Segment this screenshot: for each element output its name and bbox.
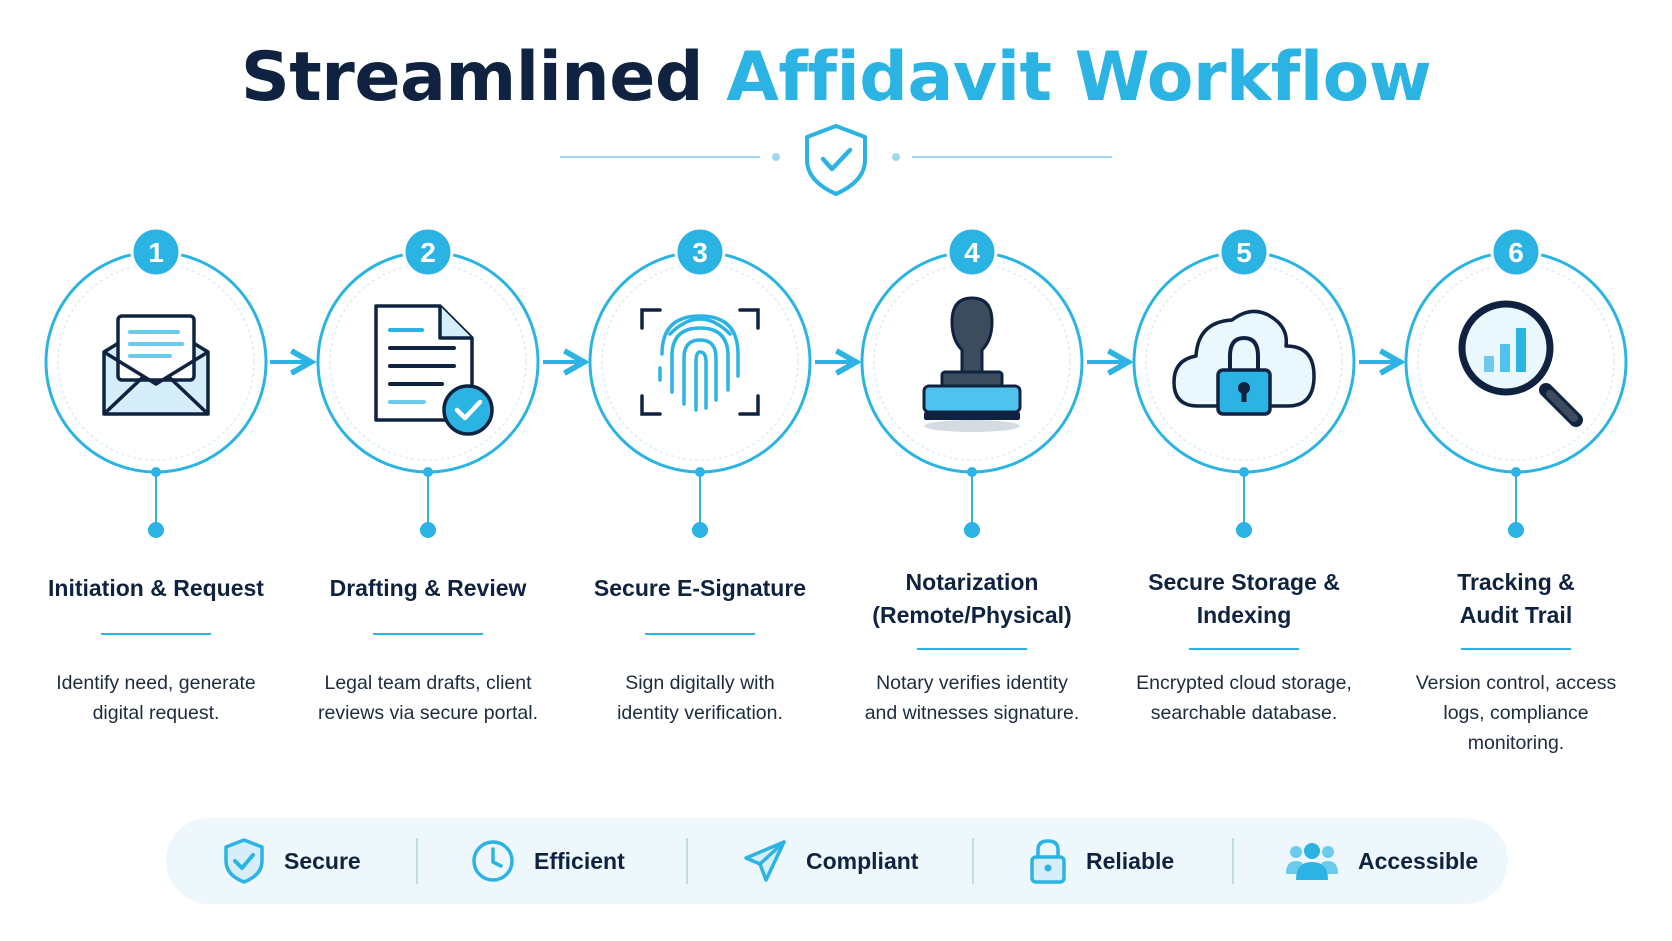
- shield-check-icon: [224, 838, 264, 884]
- step-4-title: Notarization (Remote/Physical): [872, 569, 1072, 628]
- benefit-label: Secure: [284, 847, 361, 874]
- step-1-title: Initiation & Request: [48, 575, 264, 601]
- benefit-label: Compliant: [806, 847, 919, 874]
- divider: [416, 838, 418, 884]
- magnifier-chart-icon: [1458, 300, 1583, 427]
- step-3-description: Sign digitally with identity verificatio…: [617, 672, 783, 724]
- benefit-accessible: Accessible: [1284, 818, 1478, 904]
- envelope-document-icon: [102, 314, 210, 416]
- clock-icon: [472, 840, 514, 882]
- step-number: 1: [148, 237, 164, 268]
- padlock-icon: [1030, 839, 1066, 884]
- divider: [972, 838, 974, 884]
- document-check-icon: [374, 304, 494, 436]
- step-3-title: Secure E-Signature: [593, 575, 807, 601]
- step-4-description: Notary verifies identity and witnesses s…: [864, 672, 1080, 724]
- step-number: 6: [1508, 237, 1524, 268]
- step-3-node: 3: [588, 226, 812, 538]
- step-1-rule: [101, 633, 211, 635]
- paper-plane-icon: [744, 840, 786, 882]
- step-2-title: Drafting & Review: [329, 575, 527, 601]
- cloud-lock-icon: [1172, 309, 1316, 416]
- step-number: 2: [420, 237, 436, 268]
- step-4-rule: [917, 648, 1027, 650]
- title-part-accent: Affidavit Workflow: [726, 38, 1432, 117]
- shield-check-icon: [805, 124, 867, 196]
- benefit-compliant: Compliant: [742, 818, 918, 904]
- step-number: 3: [692, 237, 708, 268]
- step-5-description: Encrypted cloud storage, searchable data…: [1136, 672, 1352, 724]
- stamp-icon: [922, 296, 1022, 432]
- users-icon: [1286, 843, 1338, 880]
- step-1-node: 1: [44, 226, 268, 538]
- step-5-node: 5: [1132, 226, 1356, 538]
- title-divider: [560, 124, 1112, 196]
- benefit-label: Efficient: [534, 847, 625, 874]
- step-6-title: Tracking & Audit Trail: [1457, 569, 1575, 628]
- step-number: 5: [1236, 237, 1252, 268]
- step-1-description: Identify need, generate digital request.: [56, 672, 256, 724]
- step-6-rule: [1461, 648, 1571, 650]
- step-6-node: 6: [1404, 226, 1628, 538]
- step-2-node: 2: [316, 226, 540, 538]
- page-title: Streamlined Affidavit Workflow: [0, 38, 1672, 117]
- divider: [1232, 838, 1234, 884]
- divider: [686, 838, 688, 884]
- step-2-rule: [373, 633, 483, 635]
- step-3-rule: [645, 633, 755, 635]
- benefit-efficient: Efficient: [470, 818, 625, 904]
- fingerprint-icon: [640, 308, 760, 416]
- step-2-description: Legal team drafts, client reviews via se…: [317, 672, 538, 724]
- benefit-label: Accessible: [1358, 847, 1479, 874]
- benefit-label: Reliable: [1086, 847, 1175, 874]
- step-5-rule: [1189, 648, 1299, 650]
- step-number: 4: [964, 237, 980, 268]
- step-4-node: 4: [860, 226, 1084, 538]
- title-part-dark: Streamlined: [240, 38, 704, 117]
- workflow-diagram: 1 2: [44, 226, 1628, 538]
- step-5-title: Secure Storage & Indexing: [1148, 569, 1340, 628]
- benefit-secure: Secure: [222, 818, 361, 904]
- benefits-bar: Secure Efficient Compliant Reliable: [166, 818, 1508, 904]
- step-6-description: Version control, access logs, compliance…: [1415, 672, 1617, 754]
- benefit-reliable: Reliable: [1028, 818, 1174, 904]
